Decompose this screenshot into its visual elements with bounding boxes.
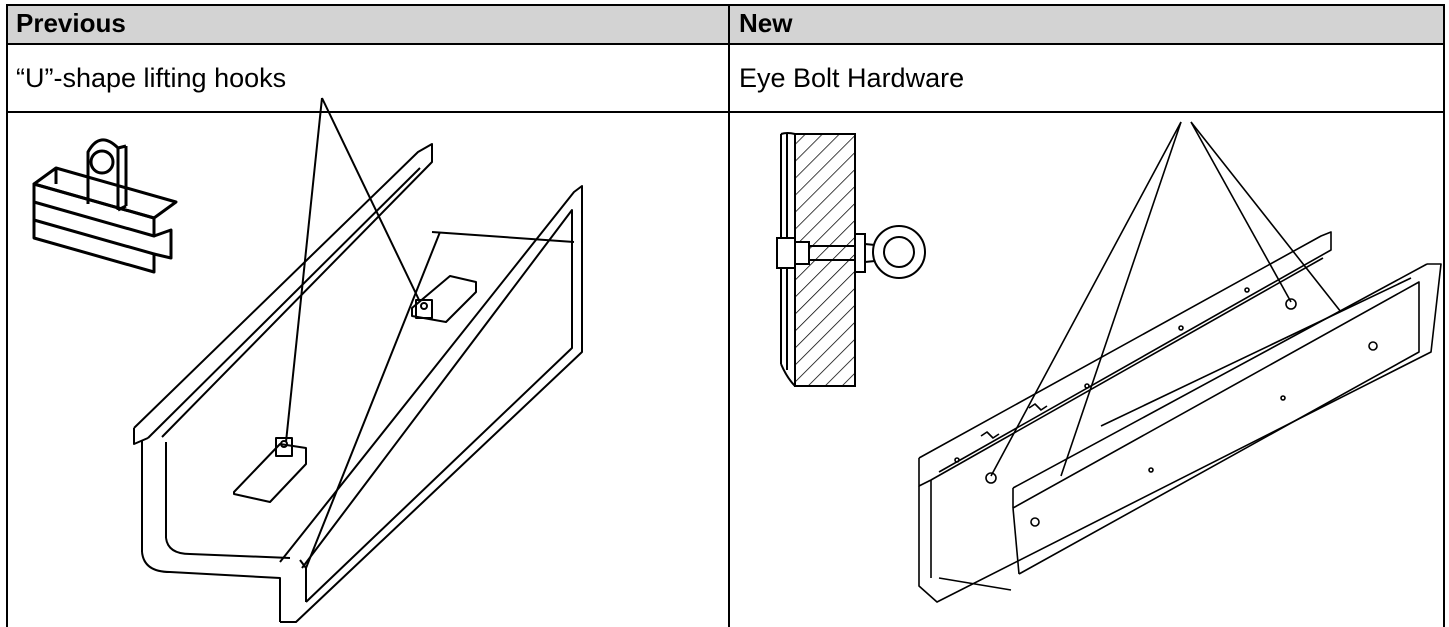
trench-with-eye-bolts-drawing xyxy=(918,121,1442,603)
eye-bolt-detail-drawing xyxy=(776,132,926,387)
comparison-table: Previous New “U”-shape lifting hooks Eye… xyxy=(6,4,1445,627)
description-new: Eye Bolt Hardware xyxy=(729,44,1445,112)
header-previous: Previous xyxy=(6,4,729,44)
u-hook-detail-drawing xyxy=(32,138,178,274)
description-new-text: Eye Bolt Hardware xyxy=(739,63,965,93)
header-new: New xyxy=(729,4,1445,44)
table-grid xyxy=(6,4,1445,627)
trench-with-u-hooks-drawing xyxy=(133,97,583,623)
description-previous-text: “U”-shape lifting hooks xyxy=(16,63,287,93)
header-previous-label: Previous xyxy=(16,8,126,38)
header-new-label: New xyxy=(739,8,793,38)
description-previous: “U”-shape lifting hooks xyxy=(6,44,729,112)
